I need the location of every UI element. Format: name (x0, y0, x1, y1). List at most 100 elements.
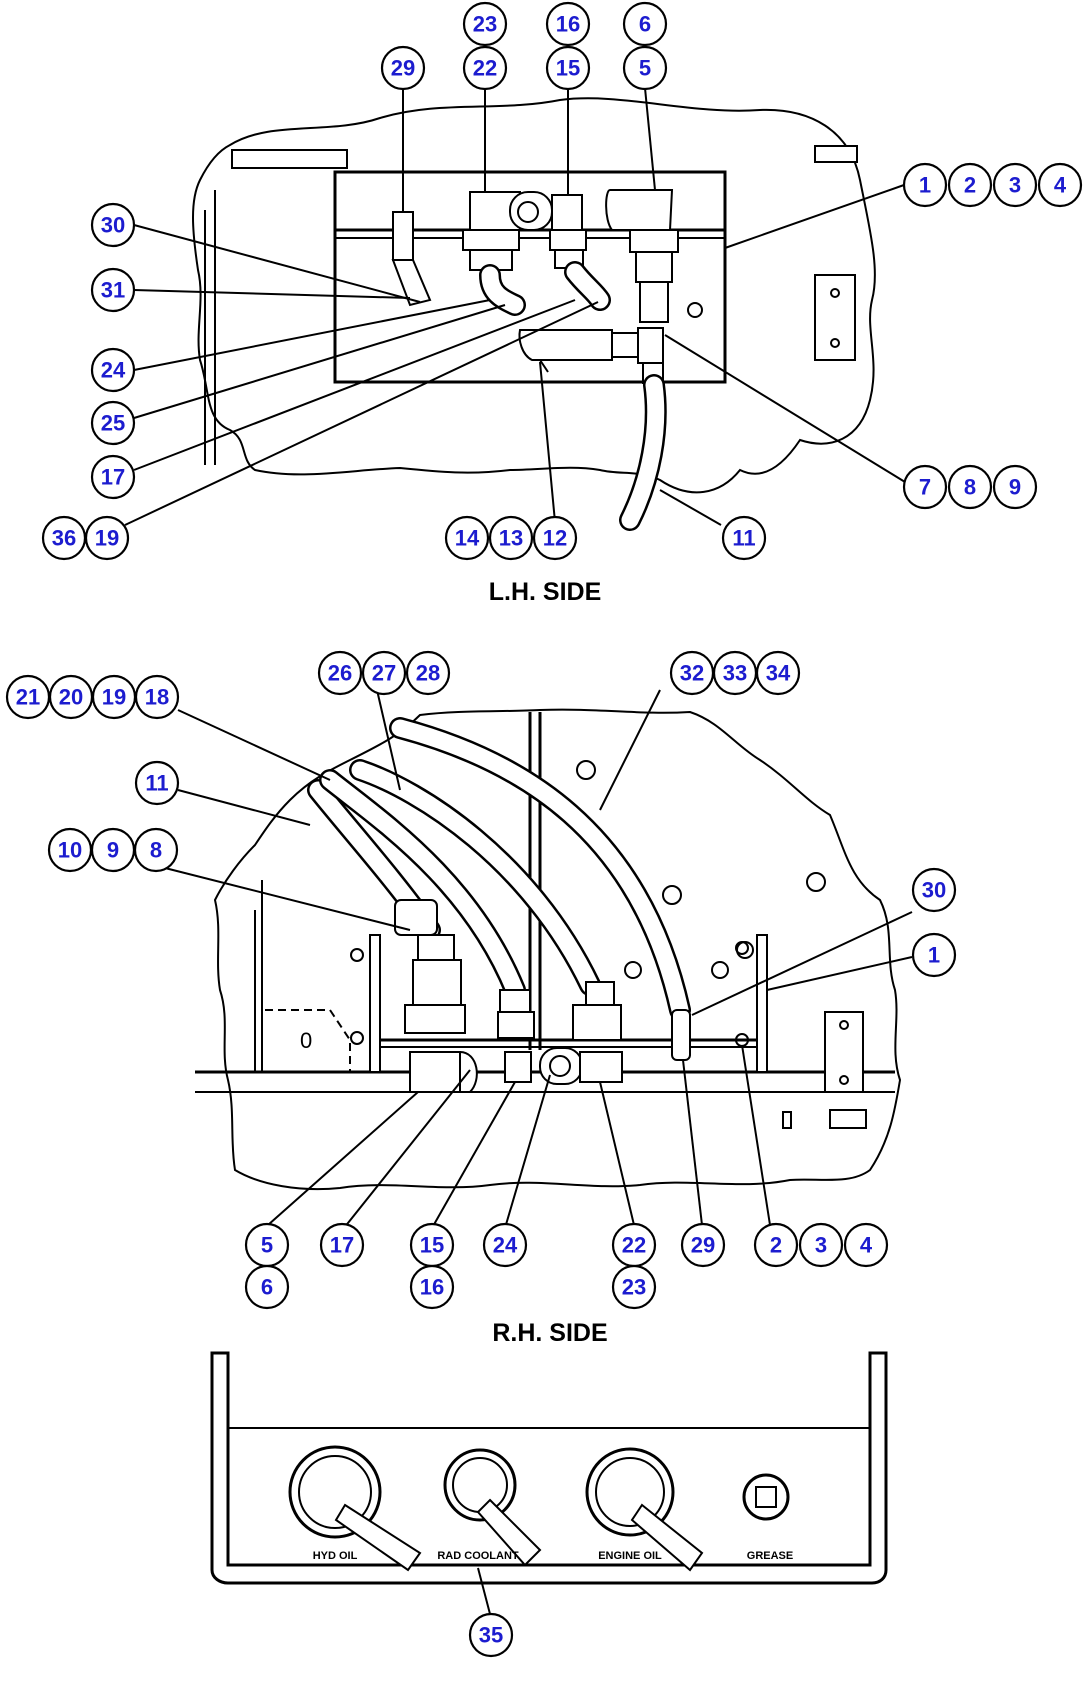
callout-balloon: 9 (90, 827, 136, 873)
svg-text:11: 11 (732, 526, 755, 551)
callout-balloon: 19 (84, 515, 130, 561)
callout-balloon: 19 (91, 674, 137, 720)
callout-balloon: 20 (48, 674, 94, 720)
svg-text:33: 33 (723, 661, 747, 686)
callout-balloon: 24 (90, 347, 136, 393)
callout-balloon: 16 (545, 1, 591, 47)
callout-balloon: 33 (712, 650, 758, 696)
svg-text:5: 5 (639, 56, 651, 81)
callout-balloon: 29 (380, 45, 426, 91)
svg-text:1: 1 (919, 173, 931, 198)
callout-balloon: 15 (545, 45, 591, 91)
svg-text:2: 2 (964, 173, 976, 198)
callout-balloon: 4 (843, 1222, 889, 1268)
svg-text:28: 28 (416, 661, 440, 686)
svg-text:35: 35 (479, 1623, 503, 1648)
callout-balloon: 15 (409, 1222, 455, 1268)
svg-text:15: 15 (420, 1233, 444, 1258)
panel-label-hyd-oil: HYD OIL (313, 1550, 358, 1562)
svg-text:2: 2 (770, 1233, 782, 1258)
callout-balloon: 21 (5, 674, 51, 720)
svg-text:4: 4 (1054, 173, 1067, 198)
callout-balloon: 16 (409, 1264, 455, 1310)
svg-text:18: 18 (145, 685, 169, 710)
callout-balloon: 23 (462, 1, 508, 47)
svg-text:11: 11 (145, 771, 168, 796)
svg-text:16: 16 (556, 12, 580, 37)
svg-text:14: 14 (455, 526, 480, 551)
svg-text:1: 1 (928, 943, 940, 968)
callout-balloon: 35 (468, 1612, 514, 1658)
callout-balloon: 1 (911, 932, 957, 978)
callout-balloon: 23 (611, 1264, 657, 1310)
svg-text:8: 8 (150, 838, 162, 863)
callout-balloon: 6 (244, 1264, 290, 1310)
svg-text:29: 29 (391, 56, 415, 81)
callout-balloon: 2 (947, 162, 993, 208)
rh-panel-mark: 0 (300, 1028, 312, 1053)
svg-text:6: 6 (639, 12, 651, 37)
svg-text:9: 9 (1009, 475, 1021, 500)
callout-balloon: 1 (902, 162, 948, 208)
panel-label-grease: GREASE (747, 1550, 793, 1562)
callout-balloon: 17 (90, 454, 136, 500)
svg-text:30: 30 (922, 878, 946, 903)
svg-text:29: 29 (691, 1233, 715, 1258)
callout-balloon: 24 (482, 1222, 528, 1268)
callout-balloon: 9 (992, 464, 1038, 510)
callout-balloon: 14 (444, 515, 490, 561)
callout-balloon: 25 (90, 400, 136, 446)
svg-text:31: 31 (101, 278, 125, 303)
callout-balloon: 29 (680, 1222, 726, 1268)
callout-balloon: 36 (41, 515, 87, 561)
svg-text:16: 16 (420, 1275, 444, 1300)
svg-text:22: 22 (622, 1233, 646, 1258)
lh-side-view: L.H. SIDE (124, 85, 906, 606)
svg-text:21: 21 (16, 685, 40, 710)
callout-balloon: 2 (753, 1222, 799, 1268)
svg-text:3: 3 (815, 1233, 827, 1258)
callout-balloon: 30 (911, 867, 957, 913)
svg-text:10: 10 (58, 838, 82, 863)
panel-label-engine-oil: ENGINE OIL (598, 1550, 662, 1562)
svg-text:12: 12 (543, 526, 567, 551)
svg-text:7: 7 (919, 475, 931, 500)
svg-text:4: 4 (860, 1233, 873, 1258)
svg-text:17: 17 (330, 1233, 354, 1258)
svg-text:24: 24 (493, 1233, 518, 1258)
svg-text:36: 36 (52, 526, 76, 551)
callout-balloon: 3 (798, 1222, 844, 1268)
rh-side-view: 0 (164, 689, 913, 1347)
callout-balloon: 22 (462, 45, 508, 91)
svg-text:19: 19 (102, 685, 126, 710)
callout-balloon: 27 (361, 650, 407, 696)
callout-balloon: 31 (90, 267, 136, 313)
svg-text:32: 32 (680, 661, 704, 686)
svg-text:20: 20 (59, 685, 83, 710)
callout-balloon: 3 (992, 162, 1038, 208)
svg-text:6: 6 (261, 1275, 273, 1300)
svg-text:9: 9 (107, 838, 119, 863)
callout-balloon: 28 (405, 650, 451, 696)
callout-balloon: 34 (755, 650, 801, 696)
panel-label-rad-coolant: RAD COOLANT (437, 1550, 519, 1562)
callout-balloon: 22 (611, 1222, 657, 1268)
svg-text:24: 24 (101, 358, 126, 383)
svg-text:13: 13 (499, 526, 523, 551)
svg-text:8: 8 (964, 475, 976, 500)
callout-balloon: 11 (721, 515, 767, 561)
svg-text:23: 23 (473, 12, 497, 37)
callout-balloon: 30 (90, 202, 136, 248)
svg-text:23: 23 (622, 1275, 646, 1300)
svg-text:27: 27 (372, 661, 396, 686)
svg-text:3: 3 (1009, 173, 1021, 198)
callout-balloon: 11 (134, 760, 180, 806)
callout-balloon: 26 (317, 650, 363, 696)
callout-balloon: 18 (134, 674, 180, 720)
svg-text:5: 5 (261, 1233, 273, 1258)
callout-balloon: 17 (319, 1222, 365, 1268)
callout-balloon: 8 (947, 464, 993, 510)
callout-balloon: 32 (669, 650, 715, 696)
